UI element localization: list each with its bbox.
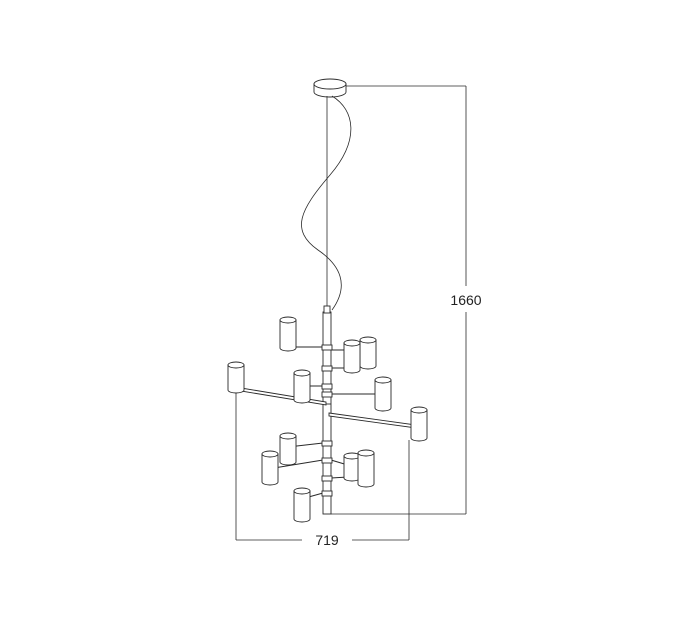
lamp-shade	[293, 487, 311, 523]
lamp-shade	[227, 361, 245, 394]
ceiling-canopy	[313, 78, 347, 98]
lamp-shade	[279, 432, 297, 466]
lamp-shade	[374, 376, 392, 412]
height-label: 1660	[450, 292, 481, 308]
lamp-shade	[343, 452, 361, 482]
stem-joints	[321, 344, 333, 497]
lamp-shade	[261, 450, 279, 486]
lamp-shade	[410, 406, 428, 442]
lamp-shade	[343, 339, 361, 374]
lamp-shades	[227, 316, 428, 523]
central-stem	[322, 305, 332, 515]
width-label: 719	[315, 532, 339, 548]
lamp-shade	[359, 336, 377, 370]
height-dimension: 1660	[331, 85, 482, 515]
lamp-shade	[293, 369, 311, 404]
lamp-shade	[279, 316, 297, 352]
power-cable	[301, 95, 352, 311]
width-dimension: 719	[235, 393, 410, 548]
lamp-shade	[357, 449, 375, 488]
